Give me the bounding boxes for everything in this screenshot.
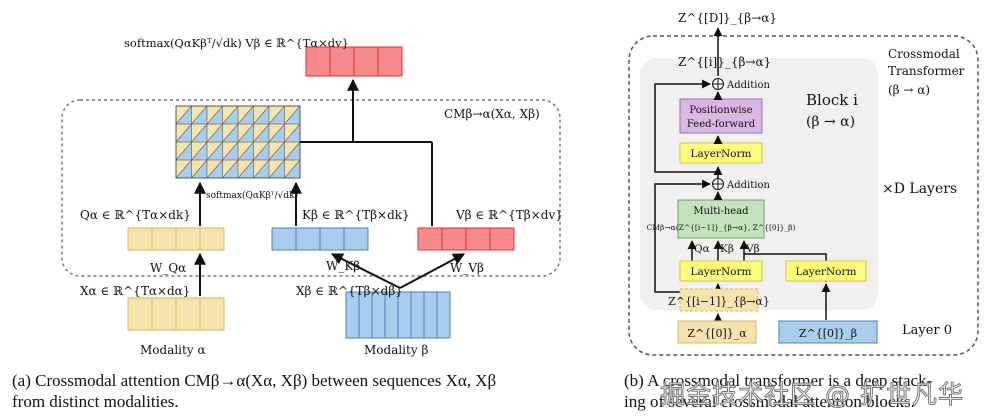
caption-b-line2: ing of several crossmodal attention bloc… bbox=[624, 392, 915, 411]
arrow-xb-to-v bbox=[399, 253, 466, 289]
layernorm-right-label: LayerNorm bbox=[796, 266, 857, 278]
output-block bbox=[305, 46, 403, 77]
arrow-xb-to-k bbox=[330, 253, 401, 289]
ff-line2: Feed-forward bbox=[687, 119, 756, 130]
mh-line2: CMβ→α(Z^{[i−1]}_{β→α}, Z^{[0]}_β) bbox=[647, 223, 796, 232]
q-label: Qα ∈ ℝ^{Tα×dk} bbox=[80, 208, 191, 222]
modality-b-label: Modality β bbox=[364, 343, 428, 357]
attention-matrix bbox=[175, 105, 301, 179]
times-d-label: ×D Layers bbox=[882, 181, 957, 197]
z0a-label: Z^{[0]}_α bbox=[687, 327, 747, 340]
layernorm-left-box bbox=[679, 260, 763, 282]
attn-formula: softmax(QαKβᵀ/√dk) bbox=[206, 190, 298, 201]
v-label: Vβ ∈ ℝ^{Tβ×dv} bbox=[455, 208, 563, 222]
zi-label: Z^{[i]}_{β→α} bbox=[678, 55, 771, 69]
addition-top-label: Addition bbox=[726, 80, 770, 91]
block-label: Block i bbox=[806, 91, 858, 109]
xa-block bbox=[127, 297, 225, 331]
kb-label: Kβ bbox=[720, 243, 734, 255]
layernorm-right-box bbox=[785, 260, 867, 282]
wv-label: W_Vβ bbox=[450, 261, 484, 275]
qa-label: Qα bbox=[694, 243, 710, 255]
addition-mid-label: Addition bbox=[726, 180, 770, 191]
q-block bbox=[127, 227, 225, 251]
caption-a-line2: from distinct modalities. bbox=[12, 392, 179, 411]
xb-block bbox=[345, 291, 451, 339]
watermark: 掘金技术社区 @ 扩世凡华 bbox=[660, 380, 964, 410]
cross-title-1: Crossmodal bbox=[888, 47, 960, 61]
z0-alpha-box bbox=[677, 320, 757, 344]
feed-forward-box bbox=[679, 98, 763, 134]
wk-label: W_Kβ bbox=[326, 259, 360, 273]
layer0-label: Layer 0 bbox=[902, 323, 952, 338]
transformer-outline bbox=[628, 35, 979, 356]
caption-b-line1: (b) A crossmodal transformer is a deep s… bbox=[624, 371, 933, 390]
z0b-label: Z^{[0]}_β bbox=[799, 327, 857, 340]
panel-b: Z^{[D]}_{β→α} Z^{[i]}_{β→α} Addition Pos… bbox=[628, 11, 979, 356]
top-formula: softmax(QαKβᵀ/√dk) Vβ ∈ ℝ^{Tα×dv} bbox=[124, 36, 349, 50]
mh-line1: Multi-head bbox=[693, 206, 749, 217]
cm-label: CMβ→α(Xα, Xβ) bbox=[444, 107, 540, 121]
block-sub-label: (β → α) bbox=[806, 114, 855, 130]
ff-line1: Positionwise bbox=[689, 105, 752, 116]
modality-a-label: Modality α bbox=[140, 343, 206, 357]
zprev-label: Z^{[i−1]}_{β→α} bbox=[668, 295, 770, 308]
residual-top bbox=[654, 79, 718, 173]
xa-label: Xα ∈ ℝ^{Tα×dα} bbox=[80, 284, 190, 298]
layernorm-left-label: LayerNorm bbox=[691, 266, 752, 278]
vb-label: Vβ bbox=[745, 243, 760, 255]
z0-beta-box bbox=[778, 320, 878, 344]
k-label: Kβ ∈ ℝ^{Tβ×dk} bbox=[302, 208, 410, 222]
cross-title-2: Transformer bbox=[888, 64, 965, 78]
layernorm-top-label: LayerNorm bbox=[691, 148, 752, 160]
v-block bbox=[417, 227, 515, 251]
cm-region bbox=[61, 99, 561, 277]
zprev-box bbox=[679, 288, 759, 312]
panel-a: softmax(QαKβᵀ/√dk) Vβ ∈ ℝ^{Tα×dv} CMβ→α(… bbox=[61, 36, 563, 357]
wq-label: W_Qα bbox=[150, 261, 186, 275]
out-label: Z^{[D]}_{β→α} bbox=[678, 11, 777, 25]
caption-a-line1: (a) Crossmodal attention CMβ→α(Xα, Xβ) b… bbox=[12, 371, 497, 390]
cross-title-3: (β → α) bbox=[888, 83, 930, 97]
k-block bbox=[271, 227, 369, 251]
multihead-box bbox=[677, 199, 765, 239]
xb-label: Xβ ∈ ℝ^{Tβ×dβ} bbox=[296, 284, 403, 298]
